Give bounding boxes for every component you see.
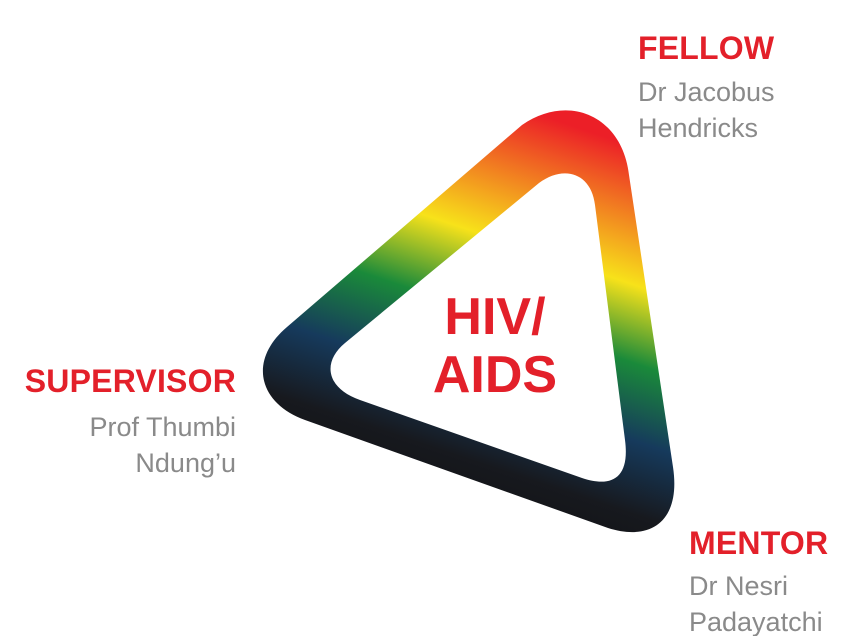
supervisor-name-line2: Ndung’u — [135, 448, 236, 478]
mentor-role-heading: MENTOR — [689, 525, 829, 561]
supervisor-name: Prof Thumbi Ndung’u — [89, 409, 236, 481]
supervisor-role-heading: SUPERVISOR — [24, 363, 236, 399]
center-topic-line1: HIV/ — [444, 288, 546, 346]
mentor-name-line2: Padayatchi — [689, 607, 823, 636]
supervisor-name-line1: Prof Thumbi — [89, 412, 236, 442]
fellow-name-line1: Dr Jacobus — [638, 77, 775, 107]
center-topic-label: HIV/ AIDS — [395, 288, 595, 404]
triangle-ring-shape — [262, 110, 675, 533]
center-topic-line2: AIDS — [432, 346, 558, 404]
fellow-name-line2: Hendricks — [638, 113, 759, 143]
fellow-role-heading: FELLOW — [638, 30, 775, 66]
fellow-name: Dr Jacobus Hendricks — [638, 74, 775, 146]
mentor-name: Dr Nesri Padayatchi — [689, 568, 823, 636]
mentor-name-line1: Dr Nesri — [689, 571, 788, 601]
